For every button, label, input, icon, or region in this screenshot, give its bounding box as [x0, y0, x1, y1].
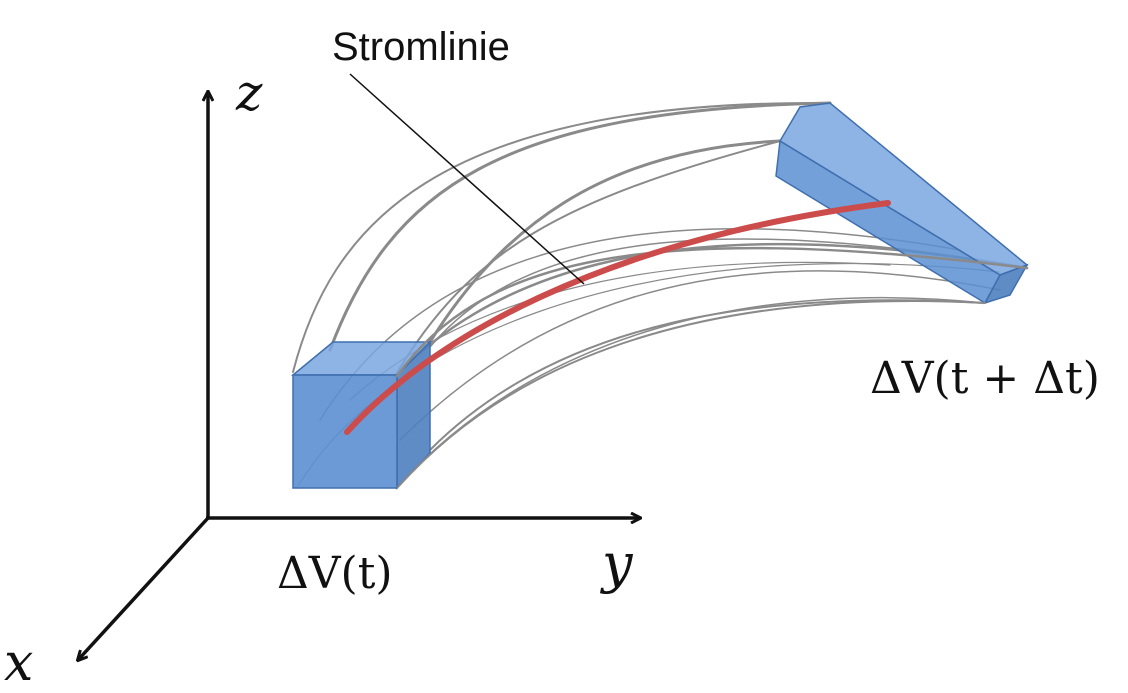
annotation-leader-line [349, 73, 585, 285]
coordinate-axes [78, 92, 640, 660]
volume-end-label: ΔV(t + Δt) [870, 353, 1100, 404]
axis-y-label: y [600, 532, 634, 595]
axis-x-label: x [4, 633, 33, 693]
axis-z-label: z [235, 64, 263, 122]
streamline-curve [344, 200, 891, 435]
flow-tube-front-lines [395, 246, 1029, 488]
volume-end-slab [775, 102, 1029, 305]
volume-start-label: ΔV(t) [277, 548, 393, 599]
annotation-label: Stromlinie [332, 25, 510, 69]
slab-side-face [983, 263, 1029, 305]
x-axis [78, 516, 210, 660]
